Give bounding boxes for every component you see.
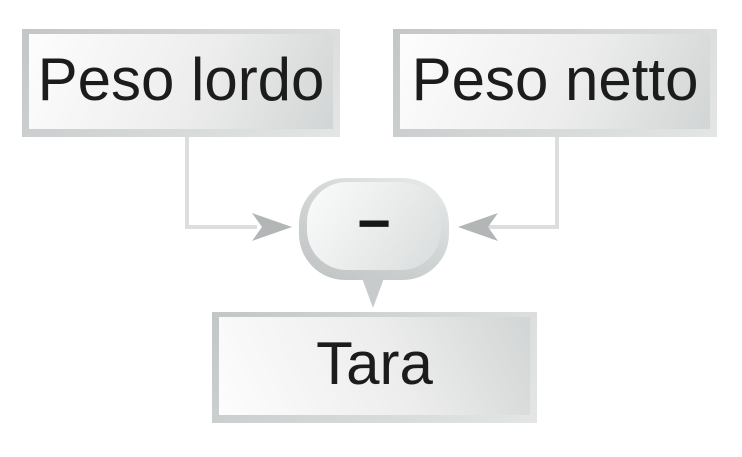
- node-peso-lordo: Peso lordo: [22, 29, 340, 137]
- pointer-down-icon: [362, 278, 384, 308]
- node-peso-lordo-label: Peso lordo: [37, 45, 325, 113]
- node-peso-lordo-face: Peso lordo: [29, 34, 333, 129]
- node-tara: Tara: [212, 312, 537, 423]
- connector-right-horizontal: [487, 225, 559, 229]
- connector-left-horizontal: [185, 225, 257, 229]
- arrowhead-left-icon: [458, 213, 498, 241]
- node-tara-label: Tara: [316, 330, 433, 397]
- operator-node: −: [299, 178, 449, 280]
- node-peso-netto: Peso netto: [393, 29, 717, 137]
- node-peso-netto-label: Peso netto: [411, 45, 699, 113]
- connector-right-vertical: [555, 137, 559, 229]
- node-tara-face: Tara: [219, 317, 530, 415]
- node-peso-netto-face: Peso netto: [400, 34, 710, 129]
- connector-left-vertical: [185, 137, 189, 229]
- operator-node-face: −: [307, 182, 441, 270]
- minus-operator-icon: −: [357, 191, 391, 256]
- arrowhead-right-icon: [252, 213, 292, 241]
